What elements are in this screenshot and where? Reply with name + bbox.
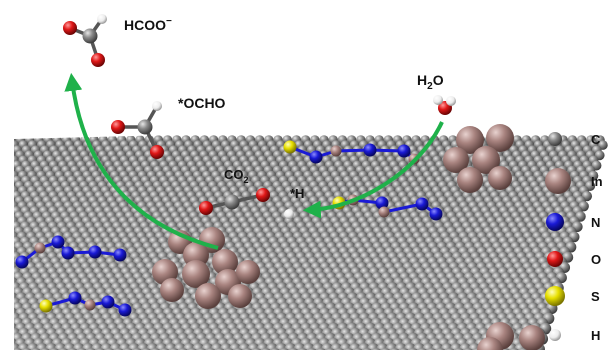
indium-atom [457,167,483,193]
indium-atom [160,278,184,302]
hydrogen-atom [97,14,107,24]
nitrogen-atom [68,291,82,305]
indium-atom [228,284,252,308]
label-h2o: H2O [417,72,444,92]
legend-label: H [591,328,600,343]
dopant-chains [15,140,443,317]
carbon-atom [14,302,15,315]
legend-label: C [591,132,601,147]
carbon-atom [14,272,15,284]
legend-label: In [591,174,603,189]
nitrogen-atom [375,196,389,210]
arrow-from-h2o [302,121,444,219]
sulfur-sphere-icon [545,286,565,306]
oxygen-atom [63,21,77,35]
arrow-to-hcoo [64,72,219,250]
indium-atom [212,249,238,275]
element-legend: C InN O S H [545,132,603,343]
carbon-sphere-icon [548,132,562,146]
indium-atom [182,260,210,288]
carbon-atom [14,317,15,330]
nitrogen-atom [113,248,127,262]
legend-item-in: In [545,168,603,194]
indium-atom [488,166,512,190]
indium-atom [486,124,514,152]
hydrogen-atom [152,101,162,111]
label-hcoo: HCOO− [124,16,172,33]
species-labels: HCOO− *OCHO H2O CO2 *H [124,16,444,201]
nitrogen-atom [61,246,75,260]
nitrogen-atom [118,303,132,317]
indium-atom [183,242,209,268]
indium-atom [477,337,503,350]
legend-label: N [591,215,600,230]
hydrogen-atom [433,95,443,105]
carbon-atom [14,226,16,238]
oxygen-sphere-icon [547,251,563,267]
carbon-atom [14,256,16,268]
indium-atom [84,299,96,311]
indium-atom [34,242,46,254]
carbon-atom [14,211,16,222]
nitrogen-atom [363,143,377,157]
graphene-lattice [14,135,608,350]
carbon-atom [224,194,240,210]
nitrogen-atom [309,150,323,164]
indium-atom [456,126,484,154]
oxygen-atom [256,188,270,202]
nitrogen-atom [101,295,115,309]
nitrogen-sphere-icon [546,213,564,231]
oxygen-atom [150,145,164,159]
legend-item-h: H [549,328,600,343]
oxygen-atom [111,120,125,134]
indium-atom [443,147,469,173]
legend-item-s: S [545,286,600,306]
*ocho-molecule [111,101,164,159]
carbon-atom [14,287,15,299]
hydrogen-atom [446,96,456,106]
nitrogen-atom [429,207,443,221]
legend-item-c: C [548,132,601,147]
label-co2: CO2 [224,167,249,185]
indium-clusters [152,124,545,350]
indium-atom [236,260,260,284]
legend-label: S [591,289,600,304]
nitrogen-atom [415,197,429,211]
reaction-arrows [64,72,444,250]
carbon-atom [82,28,98,44]
sulfur-atom [39,299,53,313]
nitrogen-atom [88,245,102,259]
hcoo-molecule [63,14,107,67]
legend-item-o: O [547,251,601,267]
carbon-atom [137,119,153,135]
nitrogen-atom [15,255,29,269]
water-molecule [433,95,456,115]
nitrogen-atom [51,235,65,249]
adsorbate-molecules [63,14,456,219]
indium-sphere-icon [545,168,571,194]
carbon-atom [14,241,16,253]
hydrogen-atom [284,209,294,219]
nitrogen-atom [397,144,411,158]
carbon-atom [14,332,15,345]
indium-atom [330,145,342,157]
indium-atom [519,325,545,350]
label-ocho: *OCHO [178,95,226,111]
co2-molecule [199,188,270,215]
label-h-adsorbed: *H [290,186,304,201]
indium-atom [195,283,221,309]
legend-item-n: N [546,213,600,231]
sulfur-atom [283,140,297,154]
indium-atom [472,146,500,174]
oxygen-atom [199,201,213,215]
indium-atom [378,206,390,218]
legend-label: O [591,252,601,267]
oxygen-atom [91,53,105,67]
hydrogen-sphere-icon [549,329,561,341]
adsorbed-hydrogen [284,209,294,219]
